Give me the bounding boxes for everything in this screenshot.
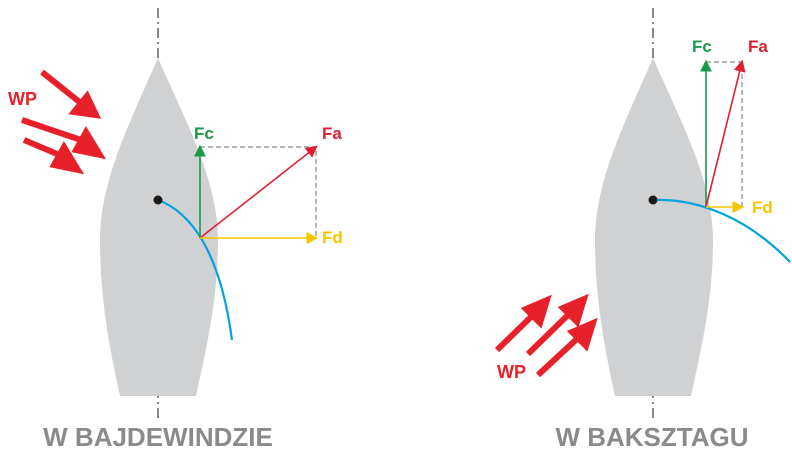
right-wind-arrows — [494, 293, 598, 378]
left-sail-curve — [157, 198, 234, 341]
right-fd-label: Fd — [752, 198, 773, 217]
right-wind-label: WP — [497, 362, 526, 382]
left-wind-arrows — [21, 69, 107, 175]
left-hull — [100, 58, 218, 396]
right-fc-label: Fc — [692, 37, 712, 56]
right-caption: W BAKSZTAGU — [555, 422, 748, 452]
left-fa-label: Fa — [322, 124, 342, 143]
left-mast — [153, 195, 163, 205]
right-fa-arrow — [705, 59, 746, 208]
left-caption: W BAJDEWINDZIE — [43, 422, 273, 452]
right-sail-curve — [652, 198, 791, 263]
right-mast — [648, 195, 658, 205]
right-panel: WP Fc Fa Fd W BAKSZTAGU — [494, 8, 791, 452]
left-panel: WP Fc Fa Fd W BAJDEWINDZIE — [8, 8, 343, 452]
left-fc-label: Fc — [194, 124, 214, 143]
left-fd-label: Fd — [322, 228, 343, 247]
right-fa-label: Fa — [748, 37, 768, 56]
left-fa-arrow — [199, 145, 318, 239]
left-wind-label: WP — [8, 89, 37, 109]
right-hull — [595, 58, 713, 396]
